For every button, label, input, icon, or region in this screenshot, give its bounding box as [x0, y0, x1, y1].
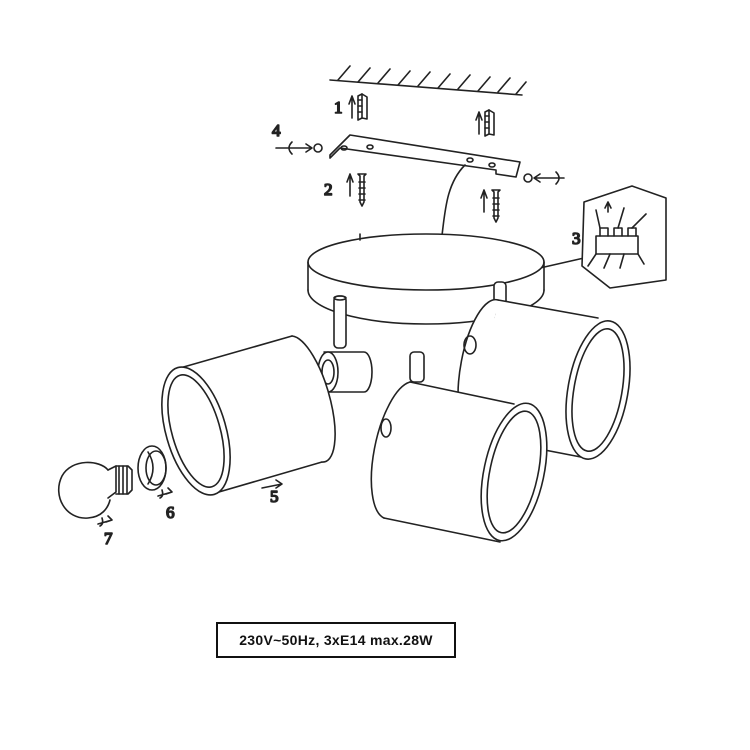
- fixing-ring: [137, 445, 167, 491]
- side-screw-right: [523, 171, 565, 185]
- light-bulb: [57, 461, 133, 519]
- terminal-block-callout: [539, 185, 667, 289]
- arm-center: [409, 351, 425, 383]
- spec-label: 230V~50Hz, 3xE14 max.28W: [239, 632, 433, 648]
- screw-right: [480, 189, 501, 223]
- step-number-5: 5: [270, 487, 279, 506]
- lampshade-center-lower: [370, 381, 548, 543]
- lampshade-left: [161, 335, 336, 496]
- screw-left: [346, 173, 367, 207]
- step-number-1: 1: [334, 98, 343, 117]
- up-arrow-icon: [348, 95, 356, 119]
- mounting-bracket: [329, 134, 521, 178]
- step-number-2: 2: [324, 180, 333, 199]
- wall-plug-right: [475, 109, 495, 137]
- arrow-6-icon: [157, 487, 173, 499]
- step-number-7: 7: [104, 529, 113, 548]
- arm-left: [333, 295, 347, 349]
- wall-plug-left: [357, 93, 368, 121]
- arrow-7-icon: [97, 515, 113, 527]
- step-number-4: 4: [272, 121, 281, 140]
- side-screw-left: [275, 141, 323, 155]
- step-number-3: 3: [572, 229, 581, 248]
- supply-wire: [440, 164, 466, 244]
- arrow-5-icon: [261, 479, 283, 489]
- spec-label-box: 230V~50Hz, 3xE14 max.28W: [216, 622, 456, 658]
- canopy: [307, 233, 545, 325]
- step-number-6: 6: [166, 503, 175, 522]
- ceiling: [329, 65, 527, 96]
